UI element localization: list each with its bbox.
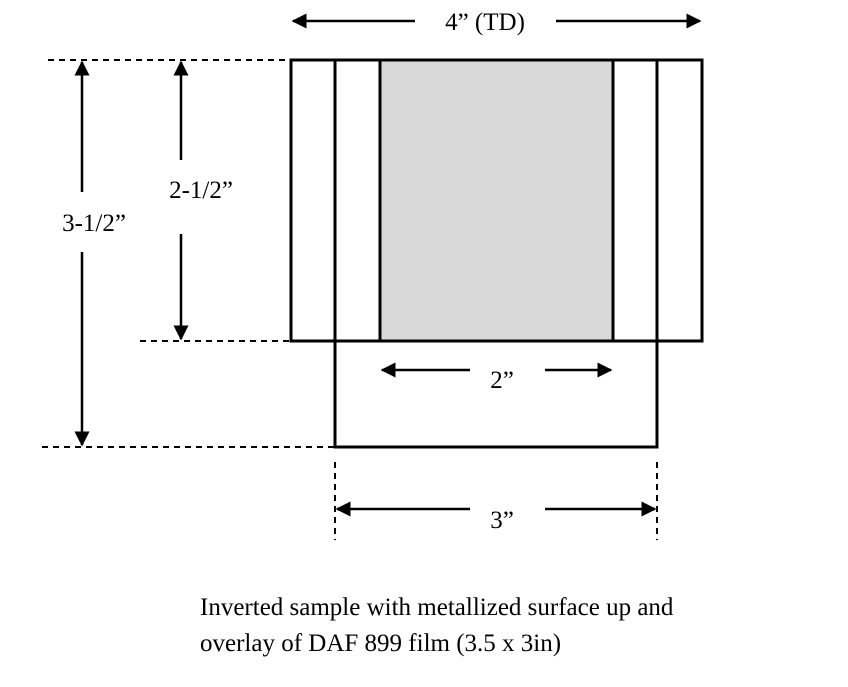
dim-upper-label: 2-1/2”: [169, 177, 233, 204]
dim-total-label: 3-1/2”: [62, 210, 126, 237]
dim-center-label: 2”: [490, 367, 514, 394]
dim-lower-label: 3”: [490, 507, 514, 534]
dim-td-label: 4” (TD): [445, 9, 525, 36]
caption-line-2: overlay of DAF 899 film (3.5 x 3in): [200, 630, 562, 657]
metallized-region: [378, 58, 615, 343]
lower-sheet-outline: [333, 339, 659, 449]
figure-caption: Inverted sample with metallized surface …: [200, 590, 673, 662]
caption-line-1: Inverted sample with metallized surface …: [200, 594, 674, 621]
